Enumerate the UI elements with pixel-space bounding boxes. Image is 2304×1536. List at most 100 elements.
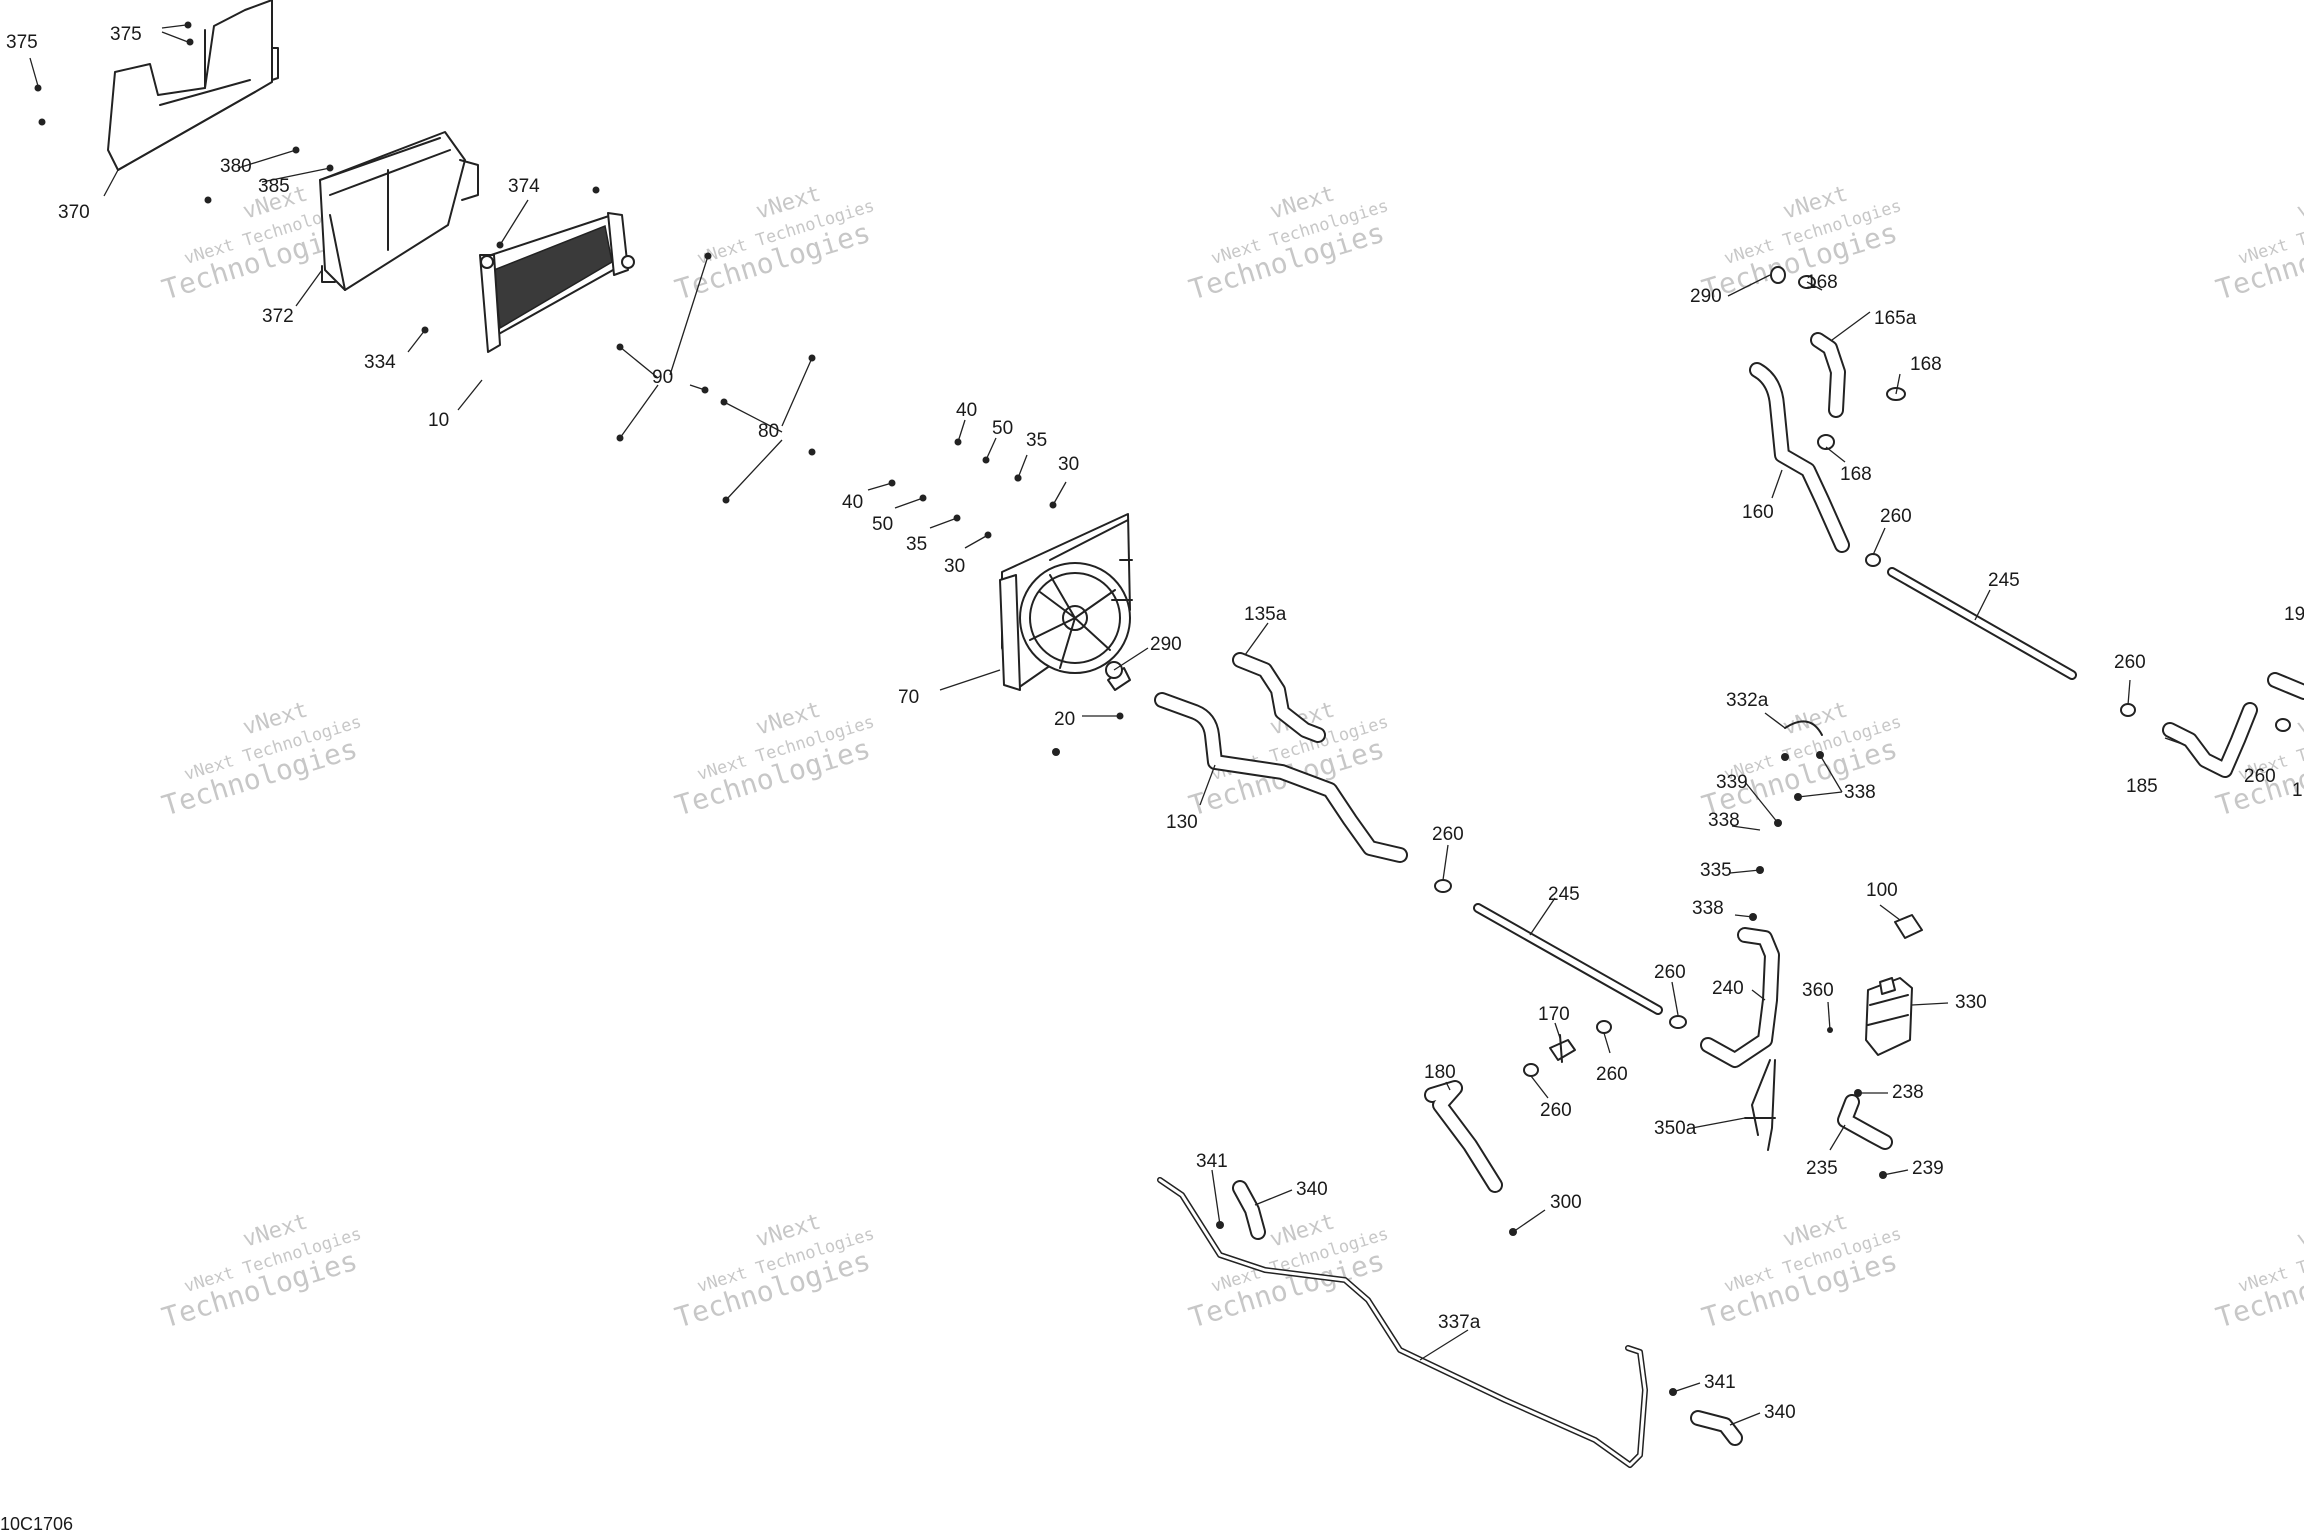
watermark: vNext vNext Technologies Technologies: [671, 1209, 877, 1334]
leader-lines: [29, 24, 2186, 1426]
hose-340: [1690, 1410, 1743, 1446]
callout-label: 350a: [1654, 1118, 1697, 1139]
svg-text:vNext: vNext: [2294, 697, 2304, 740]
pipe-245: [1473, 903, 1663, 1015]
callout-labels: 375 375 370 380 385 372 374 334 10 90 80…: [6, 24, 2304, 1423]
hose-165a: [1810, 332, 1846, 418]
callout-label: 260: [1596, 1064, 1628, 1085]
callout-label: 374: [508, 176, 540, 197]
hose-180: [1424, 1080, 1503, 1193]
callout-label: 332a: [1726, 690, 1769, 711]
bracket-350a: [1744, 1059, 1776, 1151]
callout-label: 160: [1742, 502, 1774, 523]
clamp-260: [2120, 703, 2136, 717]
callout-label: 360: [1802, 980, 1834, 1001]
clamp-260: [1669, 1015, 1687, 1029]
callout-label: 20: [1054, 709, 1075, 730]
watermark: vNext vNext Technologies Technologies: [2212, 181, 2304, 307]
svg-text:vNext: vNext: [2294, 1209, 2304, 1252]
callout-label: 30: [1058, 454, 1079, 475]
hose-185: [2162, 702, 2258, 778]
callout-label: 80: [758, 421, 779, 442]
callout-label: 330: [1955, 992, 1987, 1013]
callout-label: 339: [1716, 772, 1748, 793]
svg-text:vNext: vNext: [2294, 181, 2304, 224]
deflector-panel-370: [107, 0, 279, 171]
callout-label: 341: [1196, 1151, 1228, 1172]
pipe-245: [1887, 567, 2077, 680]
watermark: vNext vNext Technologies Technologies: [1185, 181, 1391, 306]
callout-label: 135a: [1244, 604, 1287, 625]
callout-label: 260: [1540, 1100, 1572, 1121]
callout-label: 168: [1910, 354, 1942, 375]
clamp-260: [2275, 718, 2291, 732]
callout-label: 340: [1296, 1179, 1328, 1200]
callout-label: 370: [58, 202, 90, 223]
callout-label: 380: [220, 156, 252, 177]
radiator-10: [479, 212, 635, 353]
callout-label: 165a: [1874, 308, 1917, 329]
callout-label: 240: [1712, 978, 1744, 999]
watermark: vNext vNext Technologies Technologies: [1698, 697, 1904, 822]
callout-label: 100: [1866, 880, 1898, 901]
callout-label: 40: [956, 400, 977, 421]
clamp-260: [1523, 1063, 1539, 1077]
callout-label: 70: [898, 687, 919, 708]
callout-label: 337a: [1438, 1312, 1481, 1333]
hose-19-partial: [2267, 672, 2304, 700]
callout-label: 35: [906, 534, 927, 555]
clamp-260: [1434, 879, 1452, 893]
callout-label: 260: [1432, 824, 1464, 845]
callout-label: 290: [1150, 634, 1182, 655]
clamp-260: [1596, 1020, 1612, 1034]
grommet-290: [1770, 266, 1786, 284]
callout-label: 290: [1690, 286, 1722, 307]
hose-135a: [1232, 652, 1326, 743]
svg-text:Technologies: Technologies: [2212, 216, 2304, 307]
callout-label: 235: [1806, 1158, 1838, 1179]
callout-label: 385: [258, 176, 290, 197]
hose-235: [1837, 1094, 1893, 1150]
clamp-168: [1817, 434, 1835, 450]
callout-label: 340: [1764, 1402, 1796, 1423]
callout-label: 130: [1166, 812, 1198, 833]
callout-label: 50: [872, 514, 893, 535]
reservoir-cap-100: [1894, 914, 1923, 939]
callout-label: 338: [1708, 810, 1740, 831]
callout-label: 180: [1424, 1062, 1456, 1083]
callout-label: 19: [2284, 604, 2304, 625]
radiator-cover-372: [319, 131, 479, 291]
clip-332a: [1784, 720, 1823, 736]
callout-label: 90: [652, 367, 673, 388]
diagram-reference-code: 10C1706: [0, 1514, 73, 1534]
watermark: vNext vNext Technologies Technologies: [671, 697, 877, 822]
callout-label: 375: [6, 32, 38, 53]
callout-label: 338: [1844, 782, 1876, 803]
watermark: vNext vNext Technologies Technologies: [1185, 1209, 1391, 1334]
svg-text:Technologies: Technologies: [2212, 1244, 2304, 1335]
hose-340: [1232, 1180, 1266, 1240]
fitting-170: [1549, 1034, 1576, 1063]
fan-assembly-70: [999, 513, 1133, 691]
callout-label: 238: [1892, 1082, 1924, 1103]
line-337a: [1157, 1177, 1648, 1468]
callout-label: 239: [1912, 1158, 1944, 1179]
callout-label: 245: [1548, 884, 1580, 905]
clamp-260: [1865, 553, 1881, 567]
hose-240: [1700, 927, 1780, 1068]
coolant-reservoir-330: [1865, 977, 1913, 1056]
callout-label: 375: [110, 24, 142, 45]
callout-label: 1: [2292, 780, 2303, 801]
callout-label: 168: [1806, 272, 1838, 293]
callout-label: 10: [428, 410, 449, 431]
callout-label: 168: [1840, 464, 1872, 485]
callout-label: 300: [1550, 1192, 1582, 1213]
callout-label: 170: [1538, 1004, 1570, 1025]
callout-label: 185: [2126, 776, 2158, 797]
callout-label: 341: [1704, 1372, 1736, 1393]
watermark: vNext vNext Technologies Technologies: [2212, 1209, 2304, 1335]
callout-label: 40: [842, 492, 863, 513]
watermark: vNext vNext Technologies Technologies: [671, 181, 877, 306]
callout-label: 334: [364, 352, 396, 373]
